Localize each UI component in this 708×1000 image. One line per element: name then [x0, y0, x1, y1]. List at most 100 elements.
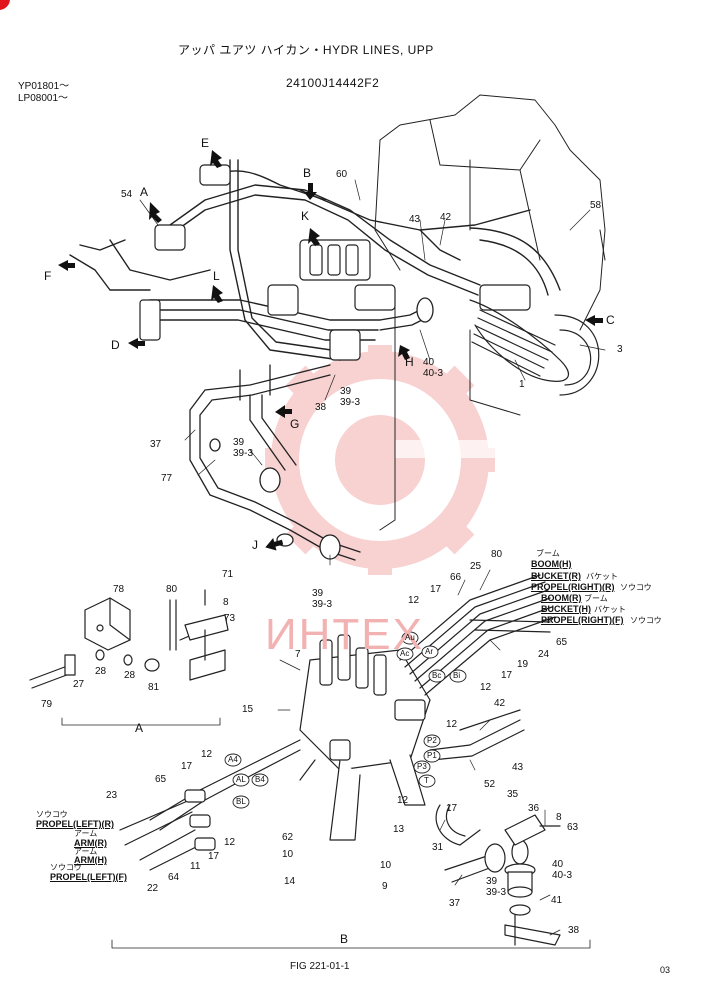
callout-8b: 8 [556, 812, 562, 823]
arrow-label-g: G [290, 417, 300, 431]
arrow-label-h: H [405, 355, 415, 369]
callout-40-3a: 40-3 [423, 368, 444, 379]
callout-13: 13 [393, 824, 405, 835]
line-propel-left-f: PROPEL(LEFT)(F) [50, 872, 127, 882]
callout-39d: 39 [486, 876, 498, 887]
line-propel-left-r: PROPEL(LEFT)(R) [36, 819, 114, 829]
arrow-g-icon [275, 405, 292, 418]
callout-60: 60 [336, 169, 348, 180]
callout-80b: 80 [491, 549, 503, 560]
callout-39-3c: 39-3 [312, 599, 333, 610]
port-al-circle [232, 773, 250, 787]
port-p3: P3 [417, 762, 427, 771]
port-a4-circle [224, 753, 242, 767]
arrow-j-icon [265, 537, 284, 551]
port-p1: P1 [427, 751, 437, 760]
callout-40b: 40 [552, 859, 564, 870]
port-ar: Ar [425, 647, 433, 656]
port-bl-circle [232, 795, 250, 809]
coil-hose [469, 299, 600, 396]
callout-19: 19 [517, 659, 529, 670]
callout-78: 78 [113, 584, 125, 595]
callout-22: 22 [147, 883, 159, 894]
page-number: 03 [660, 965, 671, 975]
line-arm-h-jp: アーム [74, 847, 98, 856]
callout-71: 71 [222, 569, 234, 580]
valve-lines-left [119, 739, 301, 871]
machine-outline [374, 94, 606, 531]
arrow-k-icon [308, 228, 320, 246]
serial-range-1: YP01801～ [18, 81, 70, 92]
line-propel-left-r-jp: ソウコウ [36, 810, 68, 819]
arrow-label-j: J [252, 538, 259, 552]
callout-11: 11 [190, 861, 201, 872]
callout-79: 79 [41, 699, 53, 710]
callout-52: 52 [484, 779, 496, 790]
valve-block-upper [139, 164, 531, 361]
arrow-a-icon [149, 202, 162, 223]
leader-lines [139, 179, 606, 936]
figure-number: FIG 221-01-1 [290, 961, 350, 972]
arrow-label-l: L [213, 269, 221, 283]
watermark-gear-icon [265, 345, 515, 575]
callout-39-3a: 39-3 [340, 397, 361, 408]
callout-15: 15 [242, 704, 254, 715]
port-b4: B4 [255, 775, 265, 784]
callout-77: 77 [161, 473, 173, 484]
line-boom-h-jp: ブーム [536, 549, 560, 558]
callout-35: 35 [507, 789, 519, 800]
callout-39b: 39 [233, 437, 245, 448]
detail-frames [61, 717, 591, 949]
line-propel-right-f: PROPEL(RIGHT)(F) [541, 615, 624, 625]
arrow-label-a: A [140, 185, 149, 199]
port-t: T [424, 776, 429, 785]
callout-39-3b: 39-3 [233, 448, 254, 459]
port-au-circle [401, 631, 419, 645]
callout-12b: 12 [480, 682, 492, 693]
callout-27: 27 [73, 679, 85, 690]
callout-12f: 12 [397, 795, 409, 806]
port-al: AL [236, 775, 246, 784]
arrow-c-icon [585, 315, 603, 326]
callout-28b: 28 [124, 670, 136, 681]
detail-a-parts [29, 589, 229, 689]
arrow-l-icon [211, 285, 223, 303]
arrow-label-b: B [303, 166, 312, 180]
page-title: アッパ ユアツ ハイカン・HYDR LINES, UPP [178, 43, 434, 57]
callout-66: 66 [450, 572, 462, 583]
callout-64: 64 [168, 872, 180, 883]
callout-39c: 39 [312, 588, 324, 599]
callout-10a: 10 [282, 849, 294, 860]
callout-17d: 17 [208, 851, 220, 862]
valve-lines-right [399, 574, 556, 761]
line-arm-h: ARM(H) [74, 855, 107, 865]
callout-43b: 43 [512, 762, 524, 773]
callout-12a: 12 [408, 595, 420, 606]
bottom-parts [435, 804, 561, 946]
callout-17c: 17 [181, 761, 193, 772]
port-ac-circle [396, 647, 414, 661]
port-bl: BL [236, 797, 246, 806]
port-a4: A4 [228, 755, 238, 764]
arrow-label-k: K [301, 209, 310, 223]
port-bc: Bc [432, 671, 442, 680]
callout-8a: 8 [223, 597, 229, 608]
callout-1: 1 [519, 379, 525, 390]
callout-73: 73 [224, 613, 236, 624]
arrow-label-f: F [44, 269, 52, 283]
port-p1-circle [423, 749, 441, 763]
callout-38a: 38 [315, 402, 327, 413]
line-arm-r-jp: アーム [74, 829, 98, 838]
arrow-f-icon [58, 260, 75, 271]
line-boom-h: BOOM(H) [531, 559, 572, 569]
arrow-label-e: E [201, 136, 210, 150]
port-ar-circle [421, 645, 439, 659]
port-ac: Ac [400, 649, 410, 658]
callout-39-3d: 39-3 [486, 887, 507, 898]
line-bucket-r: BUCKET(R) [531, 571, 581, 581]
callout-40-3b: 40-3 [552, 870, 573, 881]
port-bi: Bi [453, 671, 461, 680]
line-propel-left-f-jp: ソウコウ [50, 863, 82, 872]
callout-17e: 17 [446, 803, 458, 814]
